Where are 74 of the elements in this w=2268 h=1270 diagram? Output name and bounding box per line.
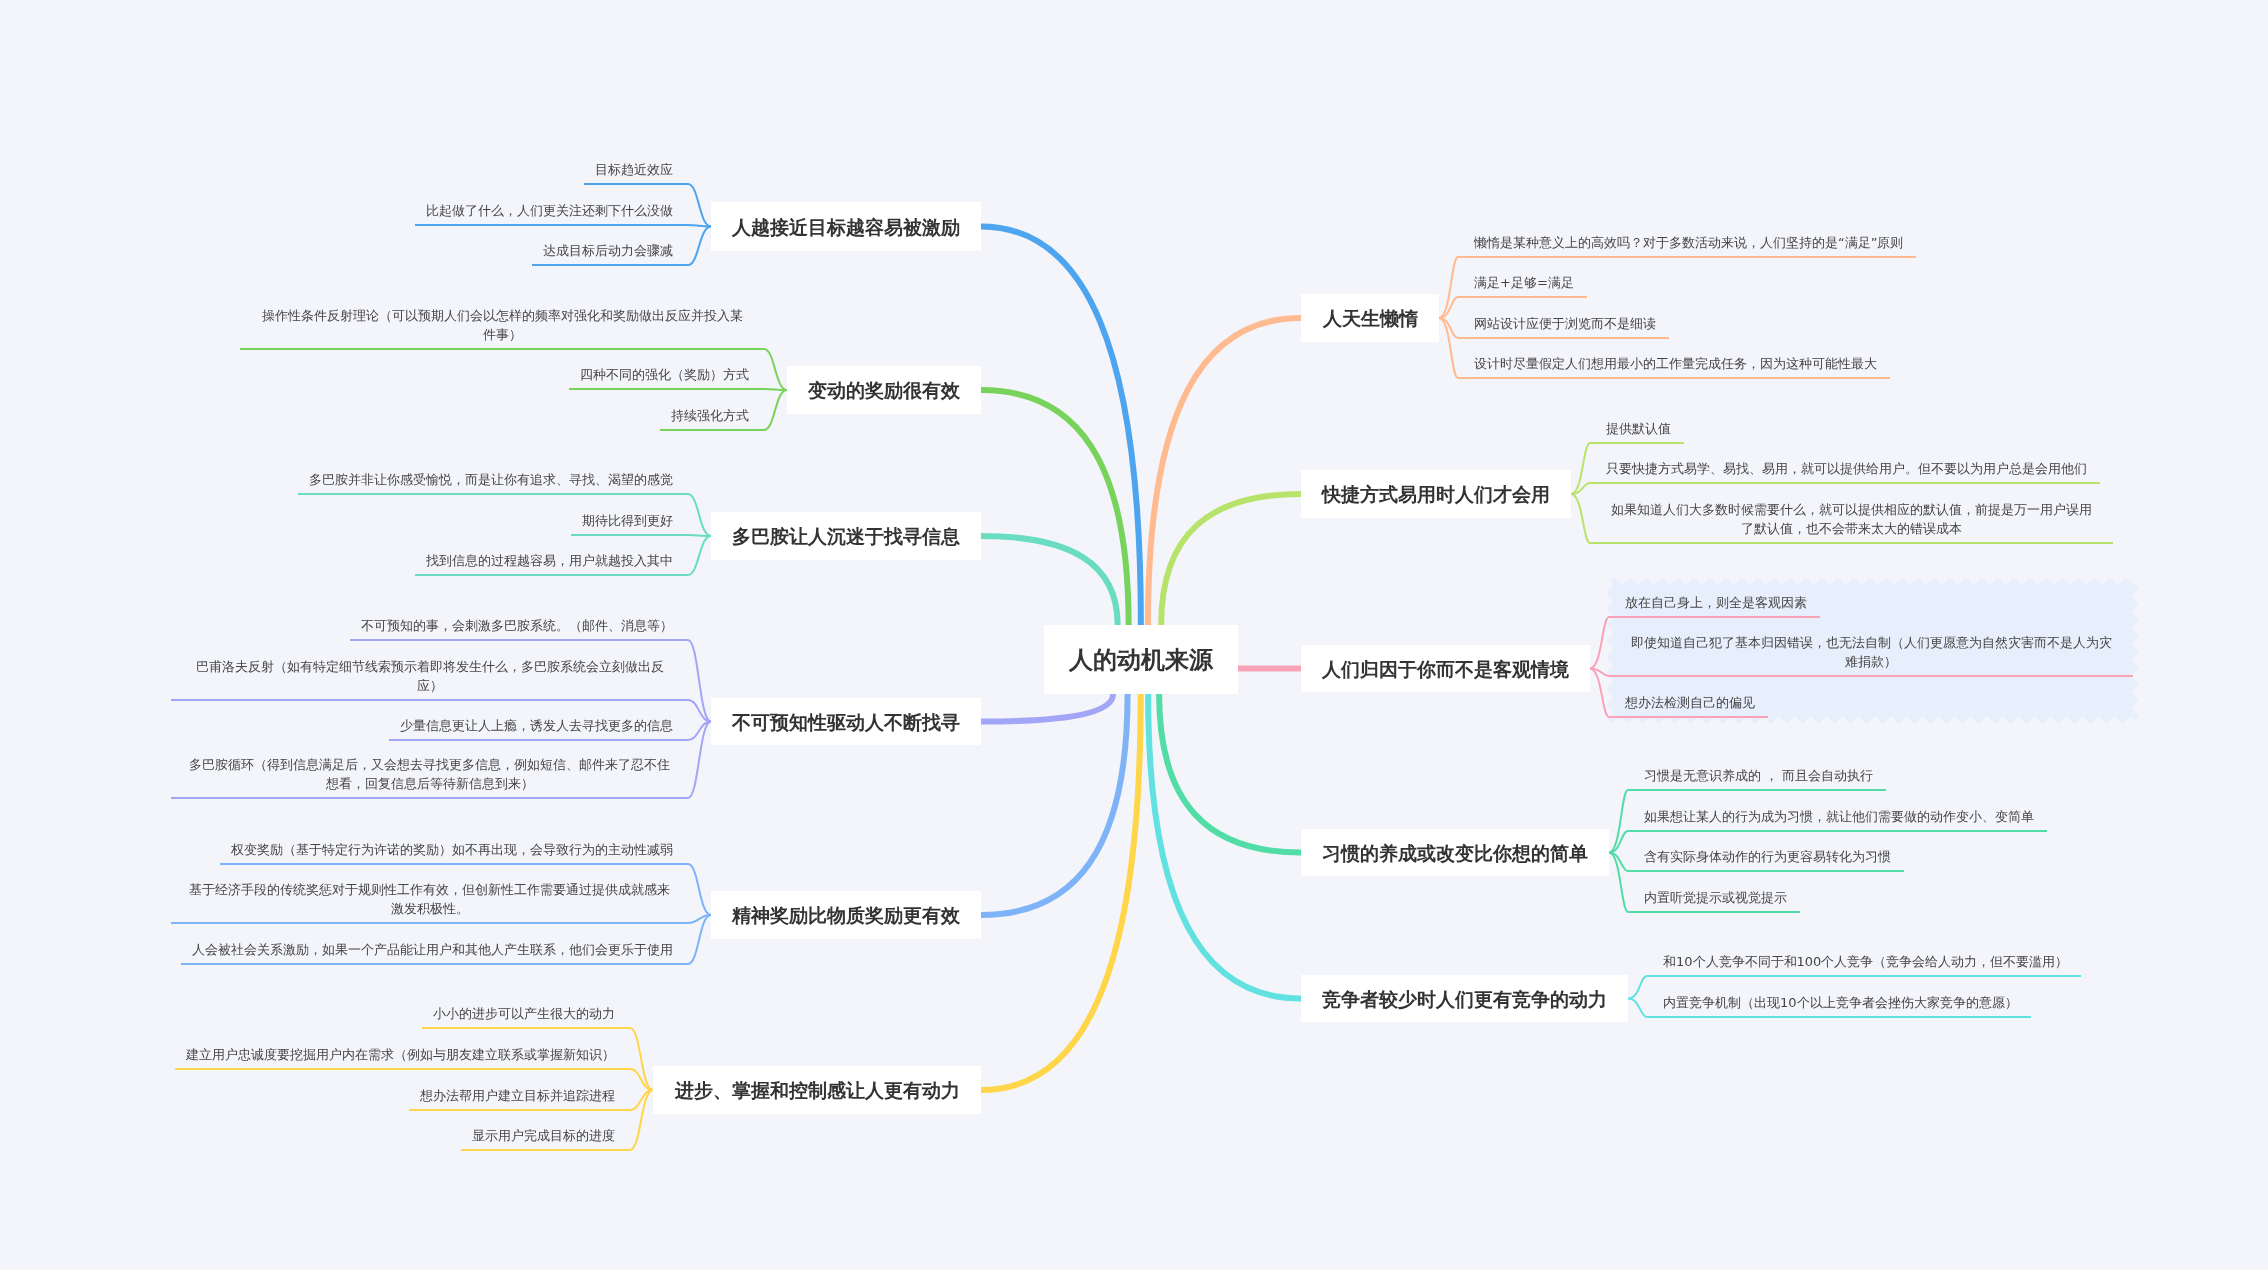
subtopic-label: 懒惰是某种意义上的高效吗？对于多数活动来说，人们坚持的是“满足”原则 xyxy=(1458,230,1917,258)
topic-box: 人越接近目标越容易被激励 xyxy=(711,202,981,251)
topic-box: 习惯的养成或改变比你想的简单 xyxy=(1301,829,1609,876)
sub-branch-connector xyxy=(687,914,712,965)
sub-branch-connector xyxy=(1627,975,1648,1000)
topic-box: 精神奖励比物质奖励更有效 xyxy=(711,891,981,939)
sub-branch-connector xyxy=(1589,667,1610,718)
subtopic-label: 少量信息更让人上瘾，诱发人去寻找更多的信息 xyxy=(389,713,688,741)
sub-branch-connector xyxy=(687,535,712,576)
subtopic-label: 小小的进步可以产生很大的动力 xyxy=(422,1001,630,1029)
subtopic-label: 想办法帮用户建立目标并追踪进程 xyxy=(409,1083,630,1111)
subtopic-label: 四种不同的强化（奖励）方式 xyxy=(569,362,764,390)
subtopic-label: 找到信息的过程越容易，用户就越投入其中 xyxy=(415,548,688,576)
highlight-region xyxy=(1605,576,2140,725)
subtopic-label: 内置竞争机制（出现10个以上竞争者会挫伤大家竞争的意愿） xyxy=(1647,990,2031,1018)
sub-branch-connector xyxy=(1627,997,1648,1018)
sub-branch-connector xyxy=(763,348,788,391)
sub-branch-connector xyxy=(1608,789,1629,854)
sub-branch-connector xyxy=(1608,851,1629,913)
sub-branch-connector xyxy=(687,224,712,228)
subtopic-label: 目标趋近效应 xyxy=(584,157,688,185)
topic-box: 进步、掌握和控制感让人更有动力 xyxy=(653,1066,981,1114)
subtopic-label: 多巴胺并非让你感受愉悦，而是让你有追求、寻找、渴望的感觉 xyxy=(298,467,688,495)
sub-branch-connector xyxy=(687,225,712,266)
subtopic-label: 显示用户完成目标的进度 xyxy=(461,1123,630,1151)
sub-branch-connector xyxy=(1570,493,1591,544)
sub-branch-connector xyxy=(629,1089,654,1111)
subtopic-label: 不可预知的事，会刺激多巴胺系统。（邮件、消息等） xyxy=(350,613,688,641)
subtopic-label: 如果想让某人的行为成为习惯，就让他们需要做的动作变小、变简单 xyxy=(1628,804,2047,832)
subtopic-label: 多巴胺循环（得到信息满足后，又会想去寻找更多信息，例如短信、邮件来了忍不住想看，回复信息后等待新信息到来） xyxy=(171,752,688,799)
subtopic-label: 想办法检测自己的偏见 xyxy=(1609,690,1768,718)
subtopic-label: 和10个人竞争不同于和100个人竞争（竞争会给人动力，但不要滥用） xyxy=(1647,949,2082,977)
subtopic-label: 人会被社会关系激励，如果一个产品能让用户和其他人产生联系，他们会更乐于使用 xyxy=(181,937,688,965)
subtopic-label: 内置听觉提示或视觉提示 xyxy=(1628,885,1800,913)
subtopic-label: 期待比得到更好 xyxy=(571,508,688,536)
subtopic-label: 网站设计应便于浏览而不是细读 xyxy=(1458,311,1669,339)
topic-box: 多巴胺让人沉迷于找寻信息 xyxy=(711,512,981,560)
subtopic-label: 权变奖励（基于特定行为许诺的奖励）如不再出现，会导致行为的主动性减弱 xyxy=(220,837,688,865)
sub-branch-connector xyxy=(687,863,712,916)
sub-branch-connector xyxy=(1438,256,1459,319)
topic-box: 快捷方式易用时人们才会用 xyxy=(1301,470,1571,518)
sub-branch-connector xyxy=(763,389,788,431)
sub-branch-connector xyxy=(687,493,712,537)
subtopic-label: 提供默认值 xyxy=(1590,416,1684,444)
sub-branch-connector xyxy=(629,1027,654,1091)
subtopic-label: 习惯是无意识养成的 ， 而且会自动执行 xyxy=(1628,763,1887,791)
topic-box: 人们归因于你而不是客观情境 xyxy=(1301,645,1590,692)
sub-branch-connector xyxy=(629,1068,654,1091)
subtopic-label: 满足+足够=满足 xyxy=(1458,270,1587,298)
topic-box: 人天生懒惰 xyxy=(1301,294,1439,342)
subtopic-label: 比起做了什么，人们更关注还剩下什么没做 xyxy=(415,198,688,226)
subtopic-label: 设计时尽量假定人们想用最小的工作量完成任务，因为这种可能性最大 xyxy=(1458,351,1890,379)
topic-box: 变动的奖励很有效 xyxy=(787,366,981,414)
subtopic-label: 持续强化方式 xyxy=(660,403,764,431)
topic-box: 不可预知性驱动人不断找寻 xyxy=(711,698,981,745)
sub-branch-connector xyxy=(687,639,712,723)
subtopic-label: 建立用户忠诚度要挖掘用户内在需求（例如与朋友建立联系或掌握新知识） xyxy=(175,1042,630,1070)
topic-box: 竞争者较少时人们更有竞争的动力 xyxy=(1301,975,1628,1022)
subtopic-label: 如果知道人们大多数时候需要什么，就可以提供相应的默认值，前提是万一用户误用了默认值，也不会带来太大的错误成本 xyxy=(1590,497,2113,544)
subtopic-label: 含有实际身体动作的行为更容易转化为习惯 xyxy=(1628,844,1904,872)
central-topic-box: 人的动机来源 xyxy=(1044,625,1238,694)
subtopic-label: 操作性条件反射理论（可以预期人们会以怎样的频率对强化和奖励做出反应并投入某件事） xyxy=(240,303,764,350)
subtopic-label: 只要快捷方式易学、易找、易用，就可以提供给用户。但不要以为用户总是会用他们 xyxy=(1590,456,2100,484)
sub-branch-connector xyxy=(1589,616,1610,670)
subtopic-label: 巴甫洛夫反射（如有特定细节线索预示着即将发生什么，多巴胺系统会立刻做出反应） xyxy=(171,654,688,701)
subtopic-label: 放在自己身上，则全是客观因素 xyxy=(1609,590,1820,618)
sub-branch-connector xyxy=(629,1089,654,1151)
sub-branch-connector xyxy=(1438,317,1459,379)
subtopic-label: 基于经济手段的传统奖惩对于规则性工作有效，但创新性工作需要通过提供成就感来激发积极性。 xyxy=(171,877,688,924)
sub-branch-connector xyxy=(687,914,712,924)
subtopic-label: 达成目标后动力会骤减 xyxy=(532,238,688,266)
sub-branch-connector xyxy=(1570,442,1591,495)
subtopic-label: 即使知道自己犯了基本归因错误，也无法自制（人们更愿意为自然灾害而不是人为灾难捐款） xyxy=(1609,630,2133,677)
sub-branch-connector xyxy=(687,720,712,799)
